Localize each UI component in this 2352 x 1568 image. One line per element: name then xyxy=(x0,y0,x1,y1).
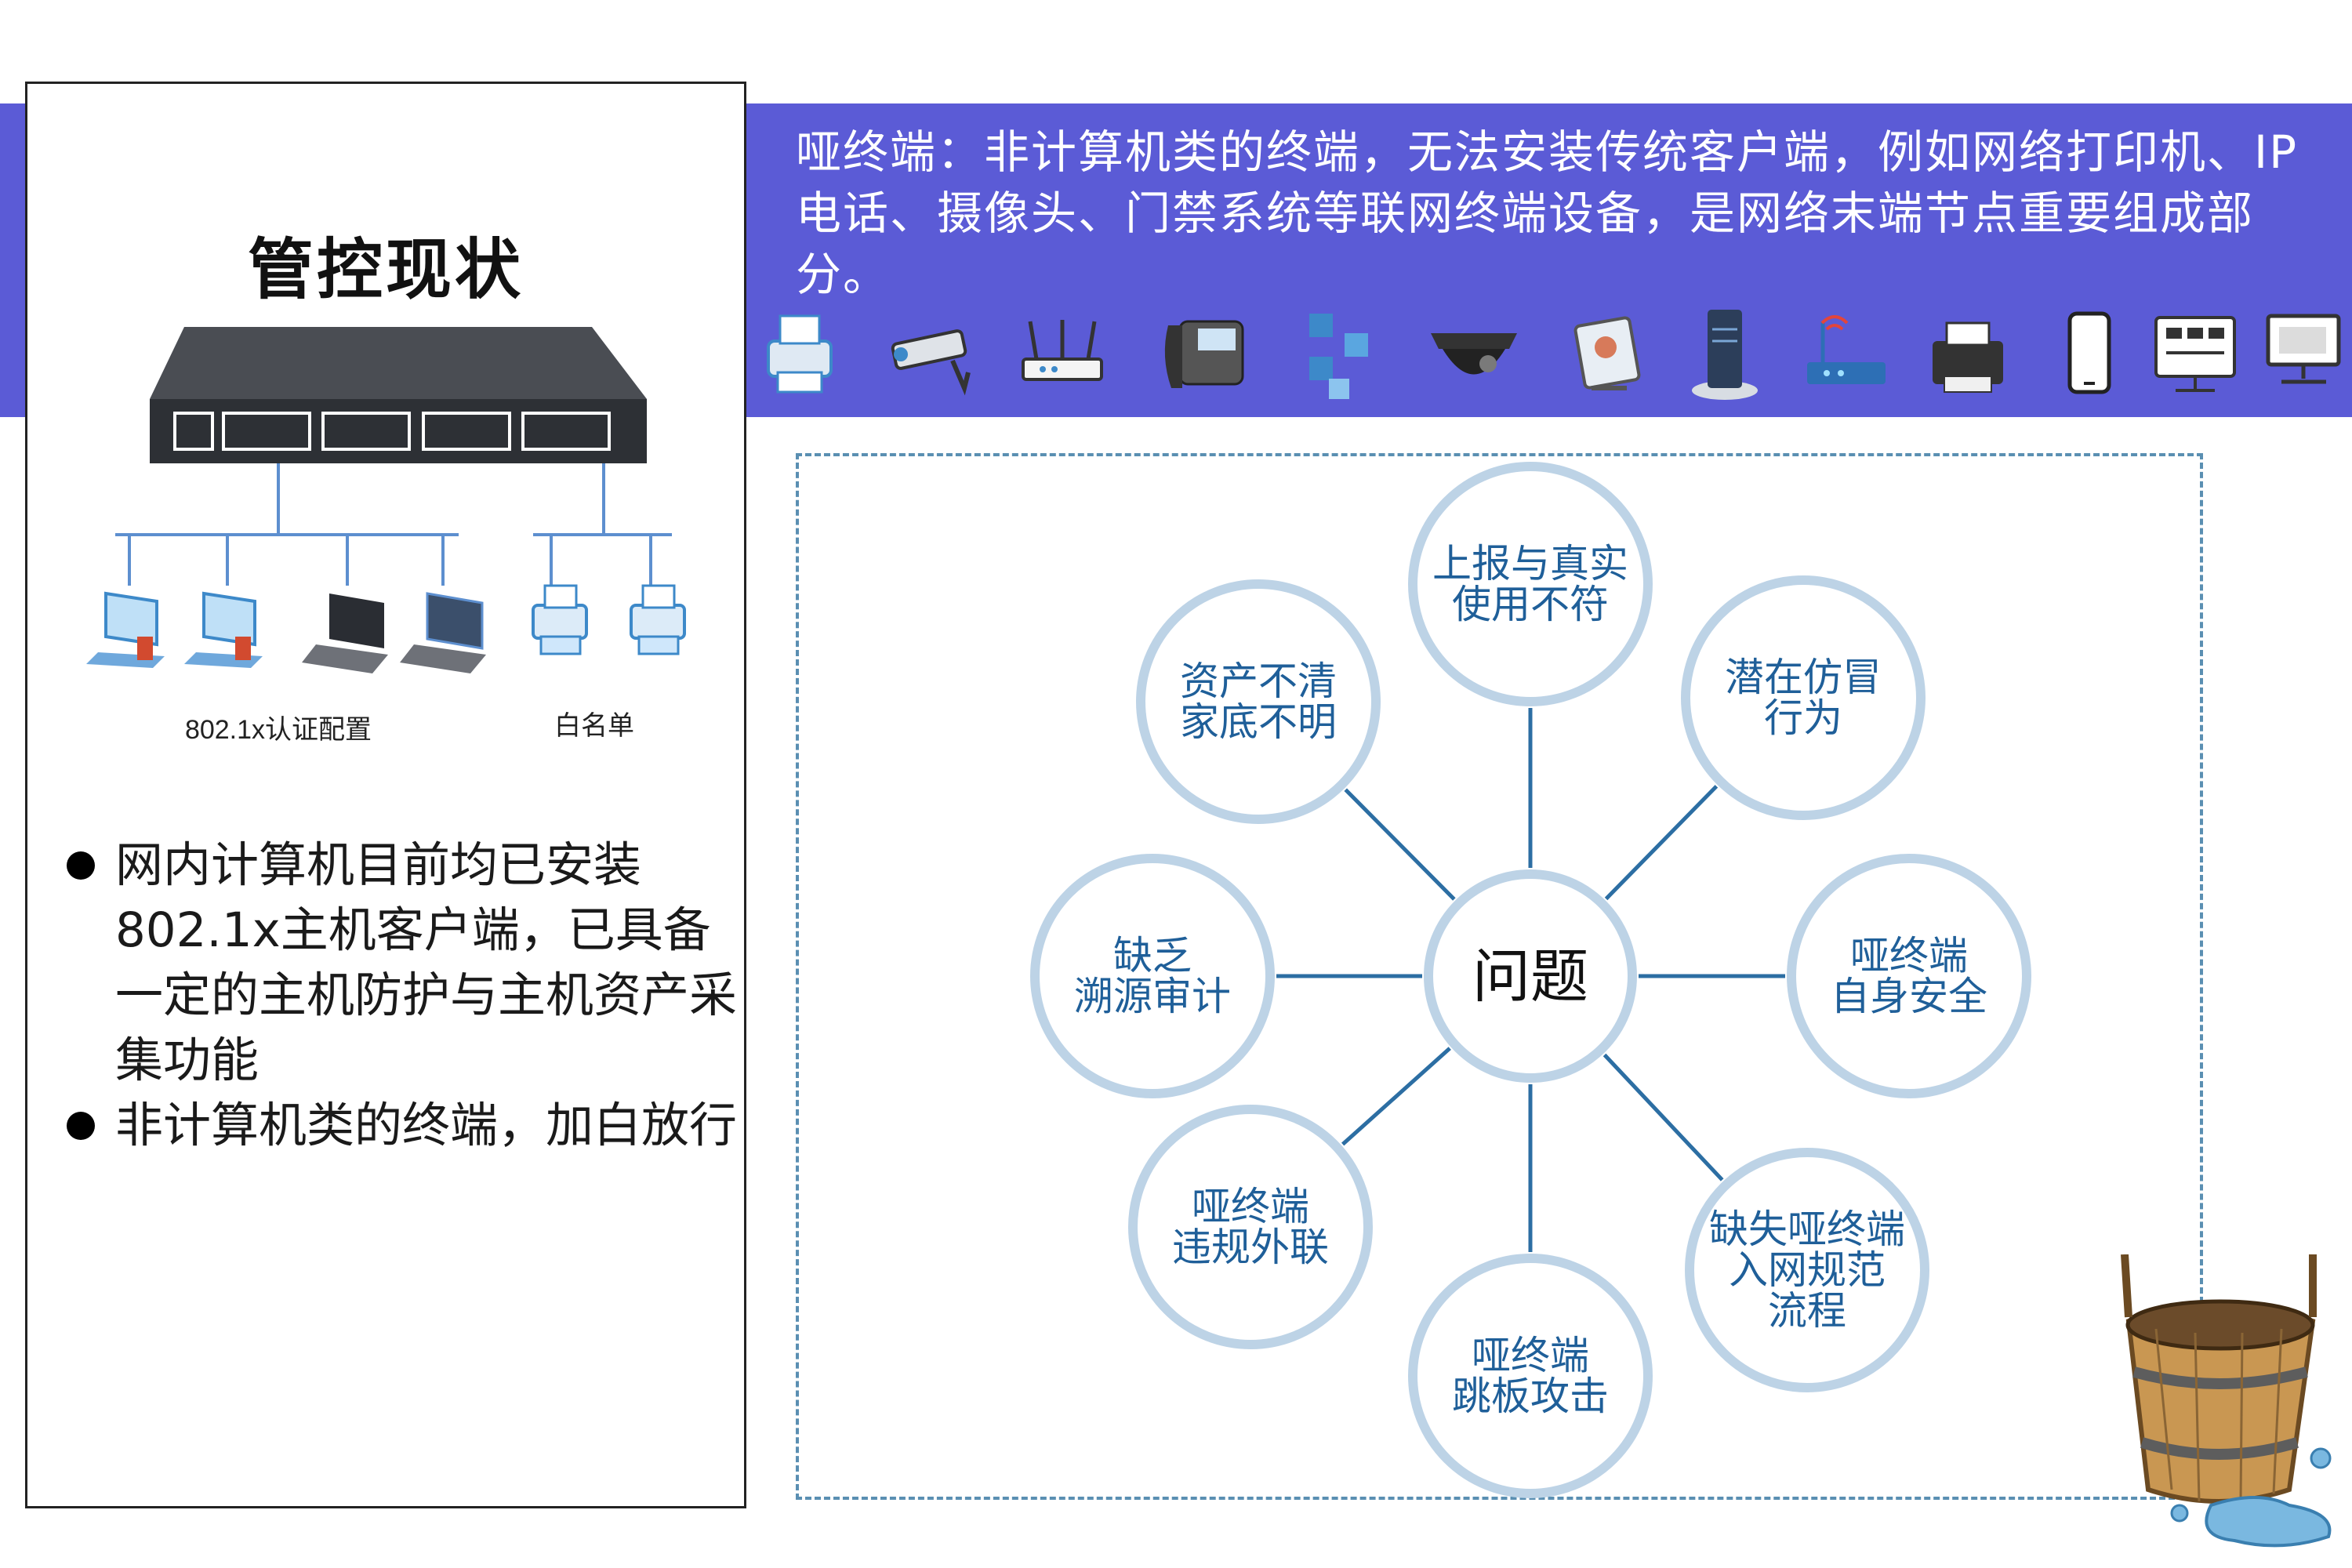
bullet-item: 非计算机类的终端，加白放行 xyxy=(67,1093,741,1158)
router-icon xyxy=(1022,320,1103,381)
problem-node-label: 使用不符 xyxy=(1452,582,1609,627)
control-panel-icon xyxy=(2154,316,2236,392)
desktop-pc-icon xyxy=(184,591,263,668)
leaking-bucket-icon xyxy=(2121,1254,2332,1548)
banner-description: 哑终端：非计算机类的终端，无法安装传统客户端，例如网络打印机、IP电话、摄像头、… xyxy=(796,125,2299,301)
dome-camera-icon xyxy=(1431,333,1517,375)
auth-label: 802.1x认证配置 xyxy=(185,715,372,745)
laptop-icon xyxy=(302,593,388,673)
printer-icon xyxy=(630,584,686,655)
current-control-panel: 管控现状 xyxy=(25,82,746,1508)
ip-phone-icon xyxy=(1164,320,1244,388)
network-nodes-icon xyxy=(1309,314,1368,399)
connector-line xyxy=(1344,788,1456,901)
problem-node-label: 溯源审计 xyxy=(1074,974,1231,1019)
problem-node-label: 家底不明 xyxy=(1180,699,1337,745)
switch-icon xyxy=(150,327,647,463)
monitor-terminal-icon xyxy=(2266,314,2341,384)
printer-icon xyxy=(767,314,833,394)
printer-icon xyxy=(532,584,588,655)
center-label: 问题 xyxy=(1472,943,1588,1011)
problem-node-label: 行为 xyxy=(1764,695,1842,741)
problem-node-label: 哑终端 xyxy=(1850,933,1968,978)
device-icons-row xyxy=(767,310,2341,400)
problem-node-label: 入网规范 xyxy=(1729,1247,1886,1293)
whitelist-label: 白名单 xyxy=(554,711,634,741)
wifi-router-icon xyxy=(1807,315,1886,384)
printer-2-icon xyxy=(1933,321,2003,393)
problem-node-label: 违规外联 xyxy=(1172,1225,1329,1270)
problem-node-label: 哑终端 xyxy=(1472,1333,1589,1378)
connector-line xyxy=(1604,785,1719,901)
problem-area-frame xyxy=(796,453,2203,1500)
panel-title: 管控现状 xyxy=(247,231,524,308)
center-node: 问题 xyxy=(1424,869,1637,1083)
server-icon xyxy=(1692,310,1758,400)
problem-node-label: 流程 xyxy=(1768,1288,1846,1334)
connector-line xyxy=(1602,1053,1724,1181)
mobile-phone-icon xyxy=(2067,311,2111,394)
problem-node-label: 资产不清 xyxy=(1180,659,1337,704)
problem-node-label: 上报与真实 xyxy=(1432,541,1628,586)
bullet-item: 网内计算机目前均已安装802.1x主机客户端，已具备一定的主机防护与主机资产采集… xyxy=(67,833,741,1093)
topology-diagram: 802.1x认证配置 白名单 xyxy=(86,327,686,745)
connector-line xyxy=(1341,1047,1451,1146)
bullet-text: 网内计算机目前均已安装802.1x主机客户端，已具备一定的主机防护与主机资产采集… xyxy=(115,837,738,1088)
camera-icon xyxy=(891,329,971,396)
status-bullets: 网内计算机目前均已安装802.1x主机客户端，已具备一定的主机防护与主机资产采集… xyxy=(67,833,741,1158)
problem-node-label: 潜在仿冒 xyxy=(1725,655,1882,700)
laptop-icon xyxy=(400,592,486,673)
problem-node-label: 自身安全 xyxy=(1831,974,1987,1019)
problem-node-label: 缺乏 xyxy=(1113,933,1192,978)
bullet-dot xyxy=(67,1112,95,1140)
desktop-pc-icon xyxy=(86,591,165,668)
problem-node-label: 哑终端 xyxy=(1192,1184,1309,1229)
bullet-dot xyxy=(67,851,95,880)
problem-node-label: 跳板攻击 xyxy=(1452,1374,1609,1419)
bullet-text: 非计算机类的终端，加白放行 xyxy=(115,1098,738,1153)
video-terminal-icon xyxy=(1573,316,1641,390)
problem-node-label: 缺失哑终端 xyxy=(1709,1207,1905,1252)
